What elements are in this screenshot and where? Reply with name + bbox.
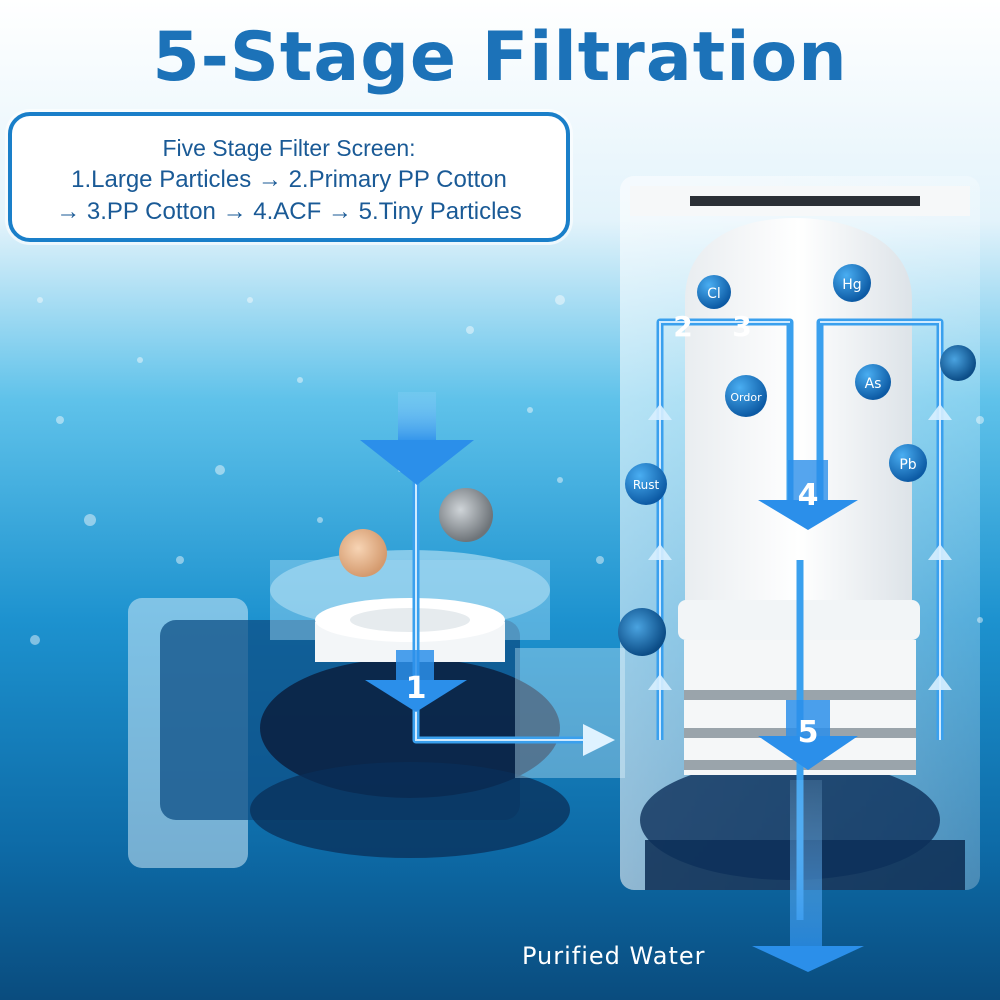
stage-1-text: 1.Large Particles <box>71 166 252 193</box>
arrow-icon: → <box>56 198 81 225</box>
stage-5-number: 5 <box>798 715 819 750</box>
stage-3-text: 3.PP Cotton <box>86 198 216 225</box>
purified-water-arrow <box>752 780 864 972</box>
stages-line-2: → 3.PP Cotton → 4.ACF → 5.Tiny Particles <box>12 196 566 228</box>
contaminant-pb-label: Pb <box>899 457 916 473</box>
contaminant-cl-bubble: Cl <box>697 275 731 309</box>
arrow-icon: → <box>327 198 352 225</box>
contaminant-ordor-label: Ordor <box>730 391 762 404</box>
gravel-media-ball <box>439 488 493 542</box>
stage-1-number: 1 <box>406 671 427 706</box>
contaminant-rust-label: Rust <box>633 478 660 492</box>
contaminant-as-bubble: As <box>855 364 891 400</box>
contaminant-pb-bubble: Pb <box>889 444 927 482</box>
contaminant-rust-bubble: Rust <box>625 463 667 505</box>
contaminant-ordor-bubble: Ordor <box>725 375 767 417</box>
stage-3-number: 3 <box>732 310 751 343</box>
stage-5-text: 5.Tiny Particles <box>358 198 522 225</box>
stages-heading: Five Stage Filter Screen: <box>162 135 416 161</box>
carbon-media-ball-right <box>940 345 976 381</box>
stage-2-text: 2.Primary PP Cotton <box>288 166 507 193</box>
copper-media-ball <box>339 529 387 577</box>
filter-stages-box: Five Stage Filter Screen: 1.Large Partic… <box>8 112 570 242</box>
up-arrows <box>648 404 952 690</box>
purified-water-caption: Purified Water <box>522 942 706 970</box>
arrow-icon: → <box>257 166 282 193</box>
contaminant-hg-label: Hg <box>842 277 861 293</box>
stage-4-arrow <box>758 460 858 530</box>
inlet-arrow <box>360 392 474 485</box>
arrow-icon: → <box>222 198 247 225</box>
stages-line-1: 1.Large Particles → 2.Primary PP Cotton <box>12 164 566 196</box>
stage-4-text: 4.ACF <box>253 198 322 225</box>
carbon-media-ball-left <box>618 608 666 656</box>
stage-1-arrow <box>365 650 467 712</box>
contaminant-cl-label: Cl <box>707 286 721 302</box>
stage-4-number: 4 <box>798 478 819 513</box>
page-title: 5-Stage Filtration <box>152 18 848 97</box>
outflow-arrow <box>583 724 615 756</box>
flow-path-highlights <box>415 321 941 741</box>
contaminant-hg-bubble: Hg <box>833 264 871 302</box>
contaminant-as-label: As <box>865 376 882 392</box>
faucet-adapter <box>128 550 625 868</box>
stage-5-arrow <box>758 700 858 770</box>
water-bubbles <box>30 295 984 645</box>
stage-2-number: 2 <box>673 310 692 343</box>
